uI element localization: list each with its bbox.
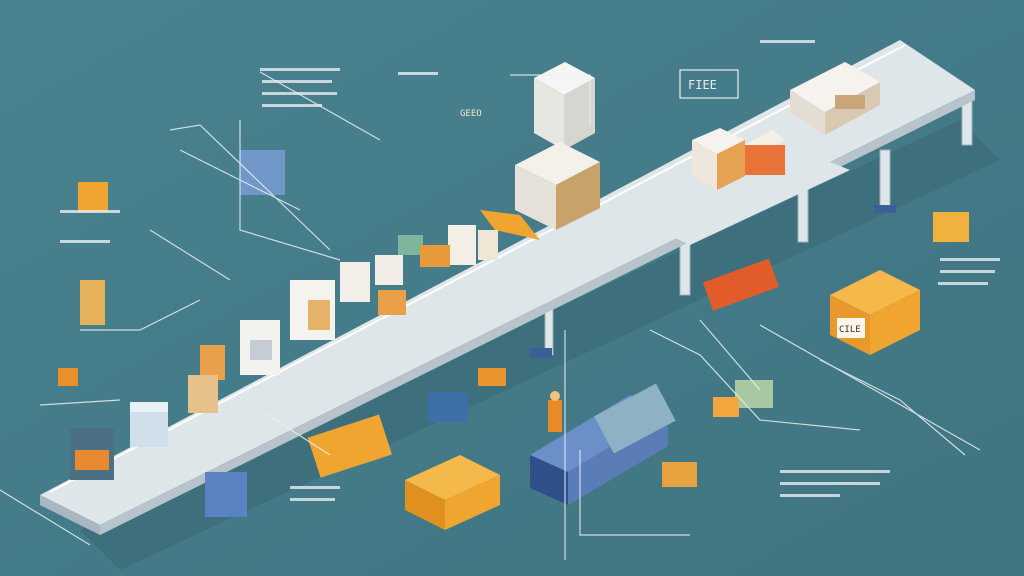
- machine-blue-top: [130, 402, 168, 412]
- blue-crate: [428, 392, 468, 422]
- small-box-orange: [378, 290, 406, 315]
- label-top-mid: GEEO: [460, 109, 482, 119]
- support-pillar: [879, 149, 891, 211]
- dashboard-panel-screen: [75, 450, 109, 470]
- text-block: [260, 68, 340, 71]
- conveyor-rail: [49, 44, 906, 493]
- machine-small: [188, 375, 218, 413]
- small-box-green: [398, 235, 423, 255]
- floor-objects: CILE: [58, 150, 969, 530]
- package-box-side: [692, 140, 717, 190]
- pillar-foot: [530, 348, 552, 358]
- machine-orange: [200, 345, 225, 380]
- annotation-text-blocks: [60, 40, 1000, 501]
- worker-head: [550, 391, 560, 401]
- blue-truck-side: [530, 455, 568, 505]
- small-box-orange: [340, 262, 370, 302]
- pillar-foot: [874, 205, 896, 213]
- machine-tall-front: [564, 78, 595, 150]
- annotation-lines: [0, 71, 981, 560]
- package-box-body: [745, 145, 785, 175]
- text-block: [60, 240, 110, 243]
- text-block: [290, 486, 340, 489]
- text-block: [262, 104, 322, 107]
- orange-bag: [713, 397, 739, 417]
- text-block: [760, 40, 815, 43]
- machine-tall-side: [534, 78, 564, 150]
- orange-pallet-right: [445, 475, 500, 530]
- small-machine: [448, 225, 476, 265]
- machine-main-side: [515, 165, 556, 230]
- package-box-front: [717, 140, 745, 190]
- orange-crate-sign: [702, 258, 779, 311]
- package-box: [790, 62, 880, 112]
- small-box-white: [375, 255, 403, 285]
- big-orange-box-right: [870, 290, 920, 355]
- text-block: [940, 258, 1000, 261]
- text-block: [290, 498, 335, 501]
- cart-orange-small: [478, 368, 506, 386]
- cart-red: [662, 462, 697, 487]
- big-orange-box-label-bg: [837, 318, 865, 338]
- truck-cab: [594, 383, 676, 454]
- machine-hopper: [480, 210, 540, 240]
- sign-top: [679, 69, 739, 99]
- conveyor-side-left: [40, 495, 100, 535]
- green-box: [735, 380, 773, 408]
- small-orange-box: [933, 212, 969, 242]
- support-pillar: [679, 239, 691, 296]
- orange-pallet-left: [405, 480, 445, 530]
- machine-press-panel: [308, 300, 330, 330]
- sign-top-label: FIEE: [688, 78, 717, 92]
- big-orange-box-top: [830, 270, 920, 315]
- text-block: [780, 470, 890, 473]
- conveyor-branch: [640, 150, 850, 245]
- text-block: [938, 282, 988, 285]
- orange-pallet-top: [405, 455, 500, 500]
- big-orange-box-label: CILE: [839, 325, 861, 335]
- text-block: [780, 494, 840, 497]
- phone-device: [80, 280, 105, 325]
- text-block: [398, 72, 438, 75]
- text-block: [60, 210, 120, 213]
- cart-orange: [307, 414, 392, 478]
- cone-orange: [58, 368, 78, 386]
- text-block: [262, 92, 337, 95]
- package-box-side: [790, 90, 825, 135]
- text-block: [262, 80, 332, 83]
- machine-main: [515, 142, 600, 185]
- small-machine: [478, 230, 498, 260]
- conveyor-shadow: [80, 120, 1000, 570]
- orange-box-left: [78, 182, 108, 212]
- blue-bin: [205, 472, 247, 517]
- support-pillar: [797, 189, 809, 243]
- machine-unit-panel: [250, 340, 272, 360]
- worker: [548, 400, 562, 432]
- machine-main-front: [556, 162, 600, 230]
- package-box-label: [835, 95, 865, 109]
- small-box-orange: [420, 245, 450, 267]
- conveyor-items: [130, 62, 880, 447]
- package-box: [692, 128, 745, 154]
- text-block: [780, 482, 880, 485]
- text-block: [940, 270, 995, 273]
- machine-blue-left: [240, 150, 285, 195]
- machine-tall: [534, 62, 595, 95]
